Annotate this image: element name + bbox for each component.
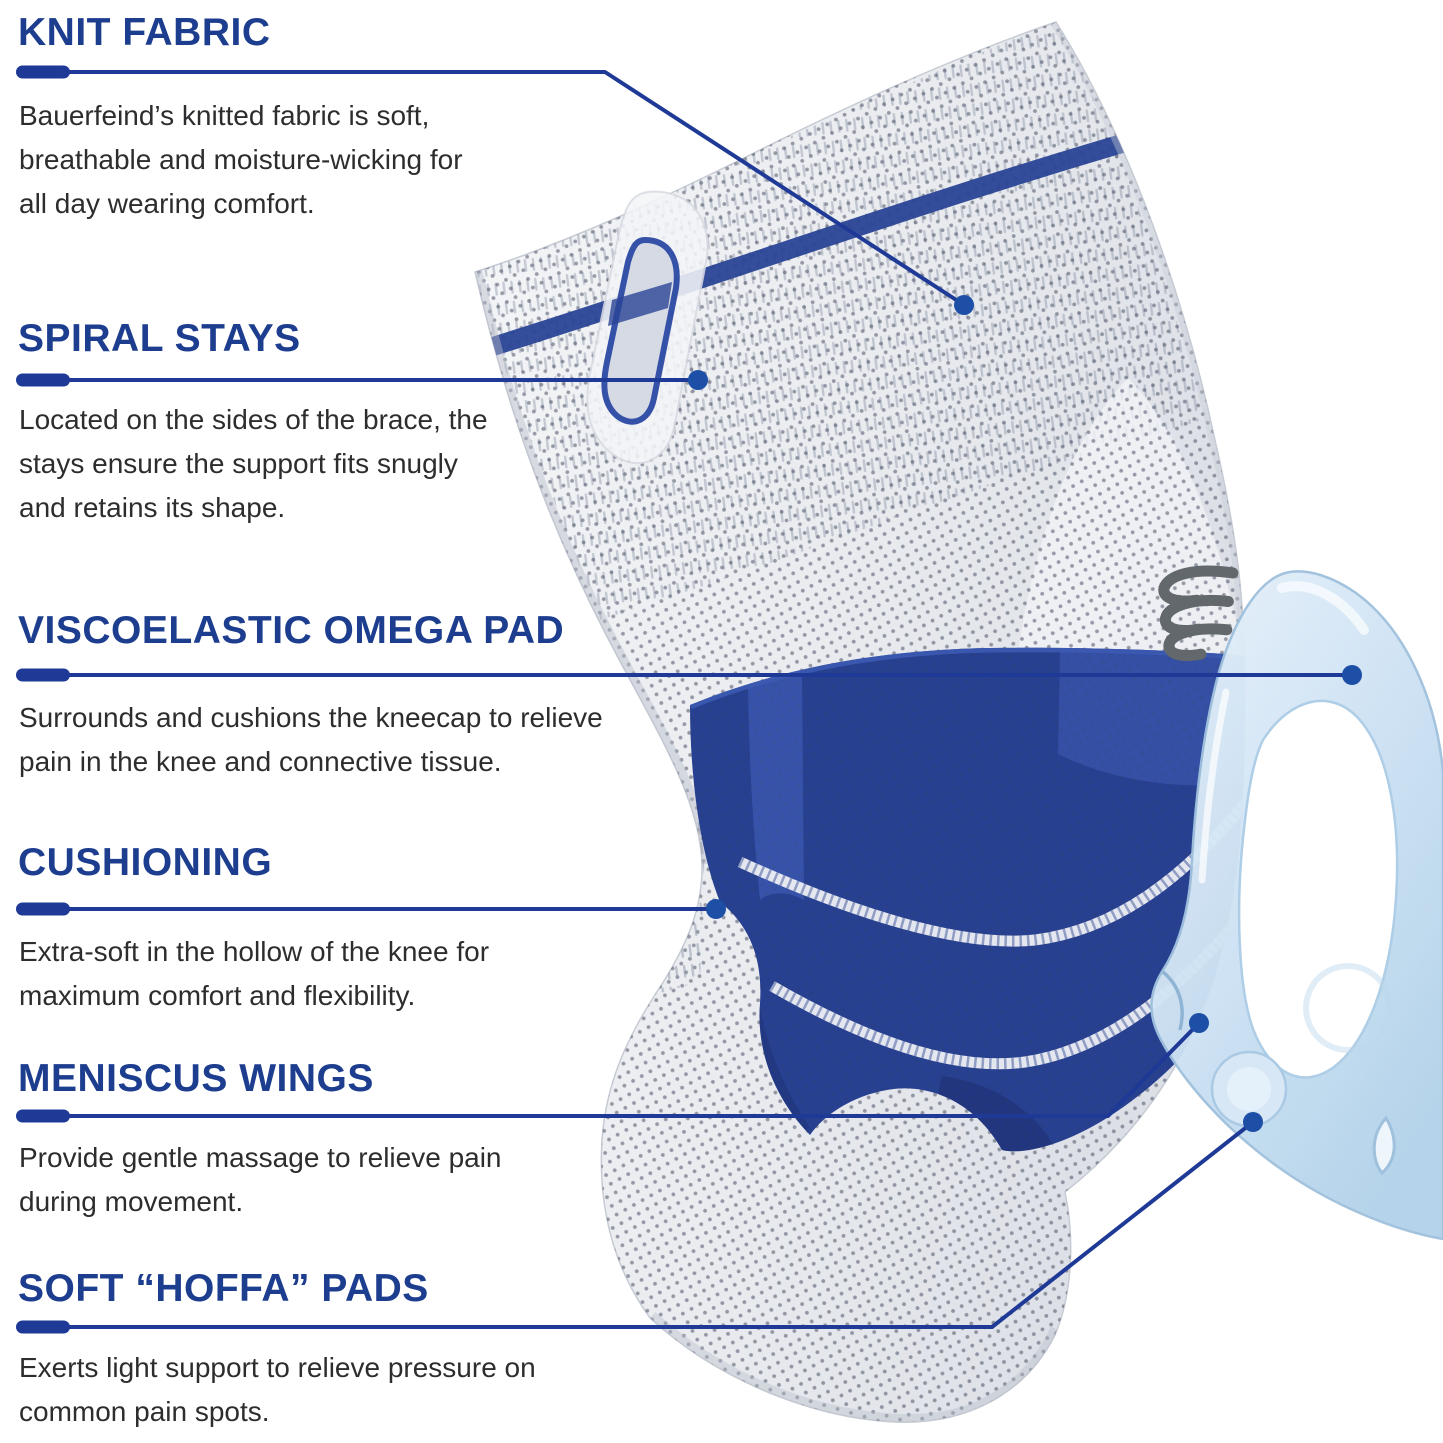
leader-knit-fabric xyxy=(16,65,974,315)
feature-title-meniscus-wings: MENISCUS WINGS xyxy=(18,1057,374,1100)
feature-line: common pain spots. xyxy=(19,1396,270,1427)
meniscus-wing xyxy=(1161,970,1184,1031)
leader-meniscus-wings xyxy=(16,1013,1209,1123)
feature-line: Bauerfeind’s knitted fabric is soft, xyxy=(19,100,430,131)
leader-dot-icon xyxy=(1189,1013,1209,1033)
feature-description-hoffa-pads: Exerts light support to relieve pressure… xyxy=(19,1346,536,1434)
feature-line: during movement. xyxy=(19,1186,244,1217)
feature-description-knit-fabric: Bauerfeind’s knitted fabric is soft, bre… xyxy=(19,94,463,226)
leader-dot-icon xyxy=(1243,1112,1263,1132)
feature-title-spiral-stays: SPIRAL STAYS xyxy=(18,317,301,360)
leader-dot-icon xyxy=(688,370,708,390)
knee-band xyxy=(690,647,1246,1152)
leader-cushioning xyxy=(16,899,726,919)
feature-description-meniscus-wings: Provide gentle massage to relieve pain d… xyxy=(19,1136,502,1224)
feature-line: Located on the sides of the brace, the xyxy=(19,404,488,435)
feature-description-cushioning: Extra-soft in the hollow of the knee for… xyxy=(19,930,489,1018)
feature-title-knit-fabric: KNIT FABRIC xyxy=(18,11,271,54)
leader-dot-icon xyxy=(1342,665,1362,685)
feature-line: maximum comfort and flexibility. xyxy=(19,980,416,1011)
feature-line: and retains its shape. xyxy=(19,492,286,523)
leader-spiral-stays xyxy=(16,370,708,390)
feature-line: stays ensure the support fits snugly xyxy=(19,448,458,479)
leader-omega-pad xyxy=(16,665,1362,685)
leader-dot-icon xyxy=(706,899,726,919)
kneecap-opening xyxy=(1237,699,1399,1079)
feature-line: pain in the knee and connective tissue. xyxy=(19,746,502,777)
feature-description-spiral-stays: Located on the sides of the brace, the s… xyxy=(19,398,488,530)
feature-line: Exerts light support to relieve pressure… xyxy=(19,1352,536,1383)
leader-lines xyxy=(16,65,1362,1334)
leader-hoffa-pads xyxy=(16,1112,1263,1334)
spiral-stay xyxy=(586,190,709,465)
feature-title-omega-pad: VISCOELASTIC OMEGA PAD xyxy=(18,609,565,652)
feature-line: Extra-soft in the hollow of the knee for xyxy=(19,936,490,967)
bauerfeind-logo-icon xyxy=(1158,565,1239,662)
feature-title-hoffa-pads: SOFT “HOFFA” PADS xyxy=(18,1267,429,1310)
leader-dot-icon xyxy=(954,295,974,315)
feature-description-omega-pad: Surrounds and cushions the kneecap to re… xyxy=(19,696,603,784)
feature-line: breathable and moisture-wicking for xyxy=(19,144,463,175)
cuff-stripe xyxy=(485,122,1165,358)
omega-gel-pad xyxy=(1150,570,1443,1241)
feature-line: Provide gentle massage to relieve pain xyxy=(19,1142,502,1173)
feature-line: all day wearing comfort. xyxy=(19,188,315,219)
feature-line: Surrounds and cushions the kneecap to re… xyxy=(19,702,603,733)
feature-title-cushioning: CUSHIONING xyxy=(18,841,273,884)
